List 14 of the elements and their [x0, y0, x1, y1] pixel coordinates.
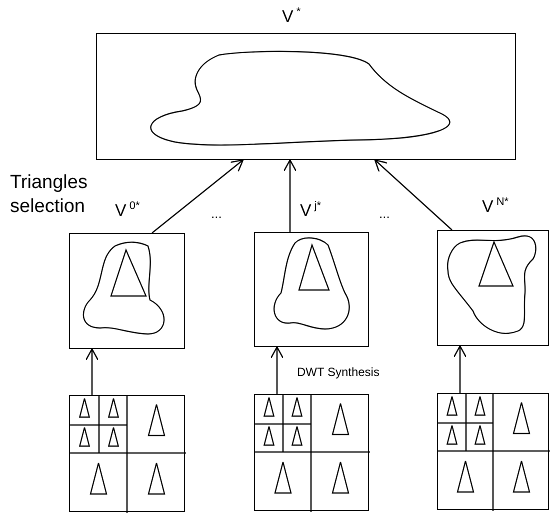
arrow: [270, 346, 284, 394]
annotation-text: DWT Synthesis: [297, 365, 380, 379]
arrow: [453, 345, 467, 393]
arrow: [283, 159, 297, 232]
arrow: [374, 159, 452, 230]
node-heading: V$^{0*}$: [115, 201, 140, 219]
arrow: [85, 348, 99, 395]
annotation-text: Triangles selection: [10, 171, 88, 218]
node-heading: V$^{N*}$: [482, 197, 509, 215]
ellipsis-text: ...: [379, 206, 390, 221]
ellipsis-text: ...: [211, 206, 222, 221]
node-heading: V$^{j*}$: [300, 201, 322, 219]
node-heading: V$^{*}$: [282, 7, 301, 25]
arrow: [152, 159, 244, 234]
